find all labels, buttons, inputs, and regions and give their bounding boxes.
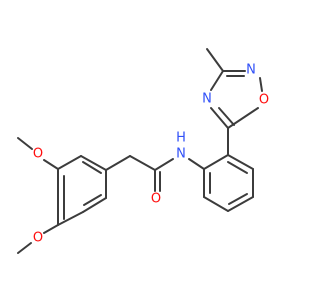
bond-ring1-e bbox=[57, 211, 84, 226]
bond-ring2-double-1 bbox=[227, 161, 248, 174]
atom-o-methoxy-top: O bbox=[33, 147, 43, 162]
bonds bbox=[17, 48, 263, 254]
atom-o-oxadiazole: O bbox=[259, 93, 269, 108]
bond-oxa-c5-n4-double bbox=[218, 107, 235, 126]
bond-ring2-double-2 bbox=[228, 193, 248, 205]
molecule-svg: O O O N H N N O bbox=[17, 48, 269, 254]
bond-ring1-a bbox=[57, 155, 82, 170]
atom-n-oxadiazole-top: N bbox=[246, 63, 256, 78]
bond-ring2-b bbox=[227, 154, 254, 170]
bond-ring1-double-1 bbox=[82, 161, 102, 174]
bond-methyl-bottom bbox=[17, 242, 32, 254]
atom-n-oxadiazole-left: N bbox=[202, 92, 212, 107]
bond-ring1-b bbox=[80, 155, 107, 171]
bond-ch2-carbonyl bbox=[129, 155, 156, 171]
bond-oxa-n4-c3 bbox=[210, 70, 224, 91]
bond-oxa-o1-c5 bbox=[227, 107, 259, 129]
bond-oxa-methyl bbox=[206, 48, 224, 72]
atom-n-amide: N bbox=[176, 147, 186, 162]
bond-oxa-c5-n4 bbox=[210, 107, 229, 129]
bond-carbonyl-n bbox=[154, 158, 174, 171]
bond-methyl-top bbox=[17, 137, 33, 150]
molecule-diagram: O O O N H N N O bbox=[17, 48, 269, 254]
atom-o-methoxy-bottom: O bbox=[33, 231, 43, 246]
bond-ring2-a bbox=[203, 154, 229, 170]
bond-ring2-d bbox=[227, 196, 254, 212]
bond-o-ring-top bbox=[43, 159, 59, 170]
bond-n-phenyl bbox=[188, 158, 205, 170]
atom-labels: O O O N H N N O bbox=[33, 63, 269, 246]
bond-ring-ch2 bbox=[105, 155, 131, 171]
bond-ring1-d bbox=[82, 197, 107, 213]
bond-ring1-double-2 bbox=[83, 194, 102, 206]
bond-ring2-e bbox=[203, 196, 229, 212]
atom-o-carbonyl: O bbox=[151, 192, 161, 207]
bond-o-ring-bottom bbox=[43, 224, 59, 234]
bond-oxa-n2-o1 bbox=[259, 77, 263, 92]
atom-h-amide: H bbox=[176, 131, 186, 146]
